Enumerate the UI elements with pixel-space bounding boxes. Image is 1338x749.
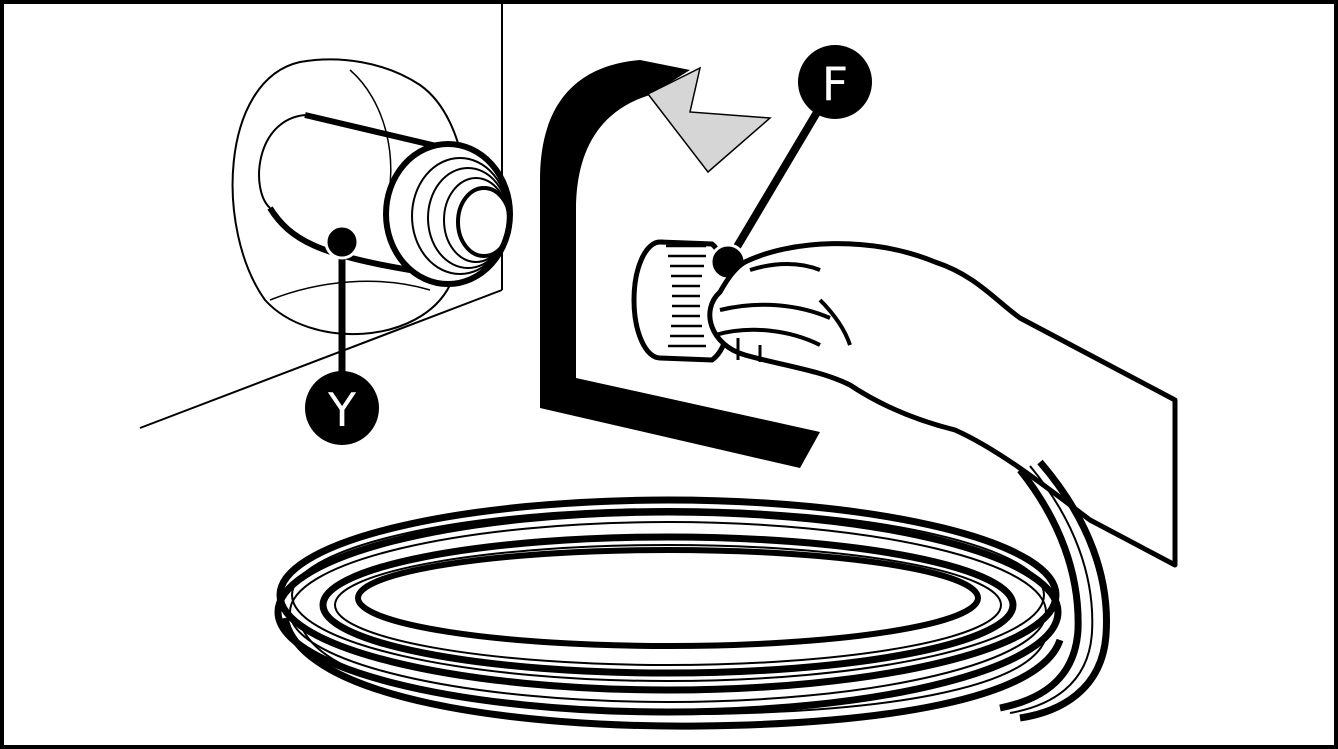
callout-f-label: F	[822, 57, 848, 111]
callout-y-label: Y	[327, 383, 357, 437]
callout-f: F	[728, 45, 872, 262]
coiled-hose-icon	[278, 462, 1106, 726]
tap-connector-icon	[233, 59, 510, 334]
